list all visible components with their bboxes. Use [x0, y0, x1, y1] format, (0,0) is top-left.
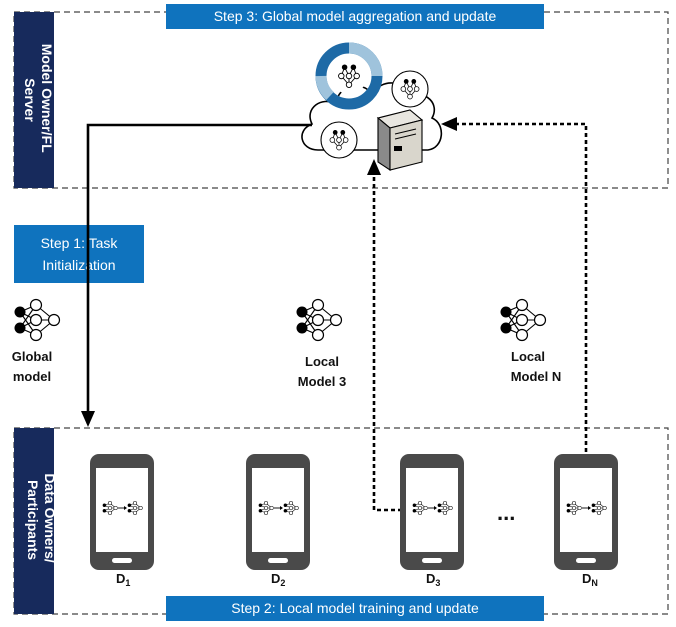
global-model-label-line2: model: [13, 369, 51, 384]
device-label-d3: D3: [426, 571, 440, 588]
ring-chart-icon: [315, 42, 383, 110]
step1-box: Step 1: Task Initialization: [14, 225, 144, 283]
neural-network-icon-cloud-right: [391, 70, 429, 108]
step2-label: Step 2: Local model training and update: [231, 600, 479, 616]
participants-label-line1: Data Owners/: [42, 473, 58, 563]
smartphone-icon-d3: [400, 454, 464, 570]
step1-label-line2: Initialization: [42, 257, 115, 273]
device-label-d2: D2: [271, 571, 285, 588]
svg-text:Data Owners/ Participant: Data Owners/ Participants: [25, 473, 58, 566]
local3-label-line1: Local: [305, 354, 339, 369]
step2-box: Step 2: Local model training and update: [166, 596, 544, 621]
local3-label-line2: Model 3: [298, 374, 346, 389]
localN-label-line1: Local: [511, 349, 545, 364]
step3-label: Step 3: Global model aggregation and upd…: [214, 8, 497, 24]
local-model-n-arrow: [441, 117, 588, 452]
local-model-3-arrow: [367, 159, 402, 512]
smartphone-icon-dn: [554, 454, 618, 570]
server-label-line1: Model Owner/FL: [39, 44, 55, 153]
localN-label-line2: Model N: [511, 369, 562, 384]
neural-network-icon-cloud-left: [320, 121, 358, 159]
neural-network-icon-local-n: [499, 298, 547, 342]
server-icon: [376, 109, 424, 172]
smartphone-icon-d1: [90, 454, 154, 570]
step1-label-line1: Step 1: Task: [41, 235, 119, 251]
participants-label-line2: Participants: [25, 480, 41, 560]
step3-box: Step 3: Global model aggregation and upd…: [166, 4, 544, 29]
ellipsis: ...: [497, 500, 515, 525]
device-label-d1: D1: [116, 571, 130, 588]
device-label-dn: DN: [582, 571, 598, 588]
neural-network-icon-local-3: [295, 298, 343, 342]
server-side-band: Model Owner/FL Server: [14, 12, 55, 188]
smartphone-icon-d2: [246, 454, 310, 570]
participants-side-band: Data Owners/ Participants: [14, 428, 58, 614]
server-label-line2: Server: [22, 78, 38, 122]
global-model-label-line1: Global: [12, 349, 52, 364]
svg-text:Model Owner/FL Server: Model Owner/FL Server: [22, 44, 55, 157]
global-model-arrow: [81, 123, 312, 427]
neural-network-icon-global: [13, 298, 61, 342]
